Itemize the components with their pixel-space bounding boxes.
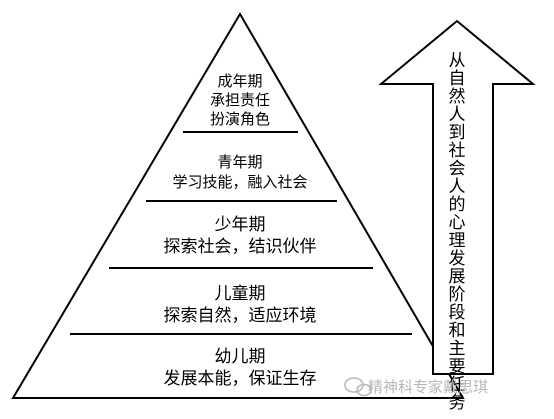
level-task-text: 承担责任 [209,91,270,109]
pyramid-level-infancy: 幼儿期 发展本能，保证生存 [140,346,340,390]
level-stage-label: 幼儿期 [214,347,266,367]
level-stage-label: 成年期 [217,72,263,90]
level-stage-label: 少年期 [214,215,266,235]
level-task-text: 探索社会，结识伙伴 [163,237,317,257]
level-stage-label: 儿童期 [214,284,266,304]
level-task-text: 学习技能，融入社会 [172,173,308,191]
pyramid-level-youth: 青年期 学习技能，融入社会 [150,152,330,192]
level-task-text: 探索自然，适应环境 [163,306,317,326]
watermark-text: 精神科专家戴思琪 [368,378,489,396]
level-task-text: 扮演角色 [209,110,270,128]
level-task-text: 发展本能，保证生存 [163,369,317,389]
pyramid-outline [11,12,465,399]
upward-arrow [378,19,536,375]
level-stage-label: 青年期 [217,153,263,171]
arrow-label: 从自然人到社会人的心理发展阶段和主要任务 [448,51,466,413]
pyramid-level-childhood: 儿童期 探索自然，适应环境 [140,283,340,327]
watermark-logo [344,377,372,397]
pyramid-level-juvenile: 少年期 探索社会，结识伙伴 [140,214,340,258]
pyramid-level-adult: 成年期 承担责任 扮演角色 [190,72,290,129]
